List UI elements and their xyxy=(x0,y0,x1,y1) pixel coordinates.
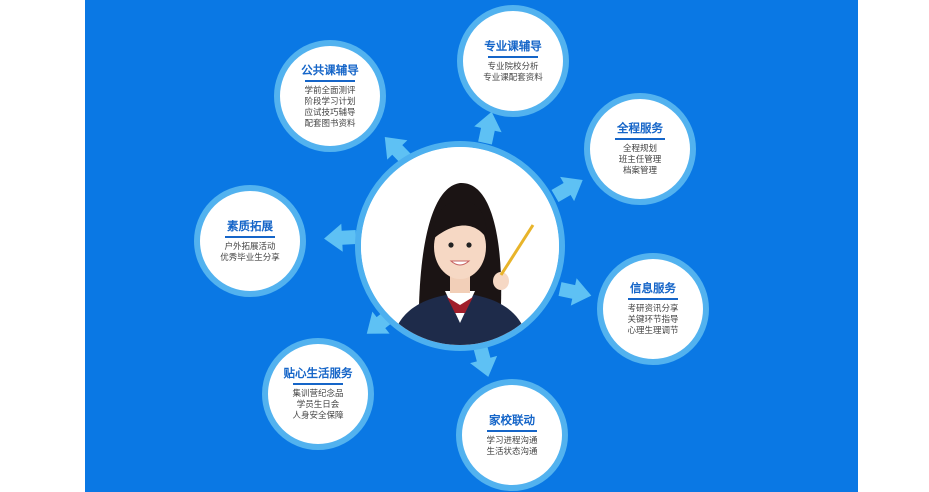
node-item: 考研资讯分享 xyxy=(627,304,679,314)
node-title: 公共课辅导 xyxy=(301,62,359,77)
node-item: 关键环节指导 xyxy=(627,315,679,325)
node-title: 专业课辅导 xyxy=(484,38,542,53)
node-quancheng: 全程服务 全程规划 班主任管理 档案管理 xyxy=(584,93,696,205)
arrow-to-jiaxiao xyxy=(470,344,498,377)
node-title: 素质拓展 xyxy=(227,218,273,233)
node-title: 贴心生活服务 xyxy=(283,366,353,380)
node-item: 应试技巧辅导 xyxy=(304,107,356,118)
arrow-to-quancheng xyxy=(551,176,583,203)
title-underline xyxy=(628,298,678,300)
node-item: 优秀毕业生分享 xyxy=(220,252,280,263)
node-item: 配套图书资料 xyxy=(304,118,356,129)
node-suzhi: 素质拓展 户外拓展活动 优秀毕业生分享 xyxy=(194,185,306,297)
title-underline xyxy=(615,138,665,140)
node-item: 人身安全保障 xyxy=(292,411,344,421)
node-title: 全程服务 xyxy=(617,121,663,135)
node-item: 户外拓展活动 xyxy=(224,241,276,252)
node-zhuanye: 专业课辅导 专业院校分析 专业课配套资料 xyxy=(457,5,569,117)
node-item: 阶段学习计划 xyxy=(304,96,356,107)
arrow-to-xinxi xyxy=(558,278,592,306)
arrow-to-zhuanye xyxy=(474,111,502,145)
node-title: 信息服务 xyxy=(630,281,676,295)
title-underline xyxy=(225,235,275,238)
node-item: 生活状态沟通 xyxy=(486,446,538,457)
node-jiaxiao: 家校联动 学习进程沟通 生活状态沟通 xyxy=(456,379,568,491)
node-item: 集训营纪念品 xyxy=(292,389,344,399)
node-gonggong: 公共课辅导 学前全面测评 阶段学习计划 应试技巧辅导 配套图书资料 xyxy=(274,40,386,152)
student-portrait-circle xyxy=(355,141,565,351)
node-tiexin: 贴心生活服务 集训营纪念品 学员生日会 人身安全保障 xyxy=(262,338,374,450)
node-item: 心理生理调节 xyxy=(627,326,679,336)
title-underline xyxy=(488,55,538,58)
node-xinxi: 信息服务 考研资讯分享 关键环节指导 心理生理调节 xyxy=(597,253,709,365)
node-item: 专业课配套资料 xyxy=(483,72,543,83)
node-item: 专业院校分析 xyxy=(487,61,539,72)
node-item: 学员生日会 xyxy=(296,400,340,410)
title-underline xyxy=(305,79,355,82)
title-underline xyxy=(487,429,537,432)
arrow-to-suzhi xyxy=(324,223,357,252)
node-item: 学习进程沟通 xyxy=(486,435,538,446)
node-item: 全程规划 xyxy=(622,144,657,154)
title-underline xyxy=(293,383,343,385)
node-item: 班主任管理 xyxy=(618,155,662,165)
student-portrait-icon xyxy=(361,147,559,345)
node-item: 学前全面测评 xyxy=(304,85,356,96)
node-title: 家校联动 xyxy=(489,412,535,427)
node-item: 档案管理 xyxy=(622,166,657,176)
